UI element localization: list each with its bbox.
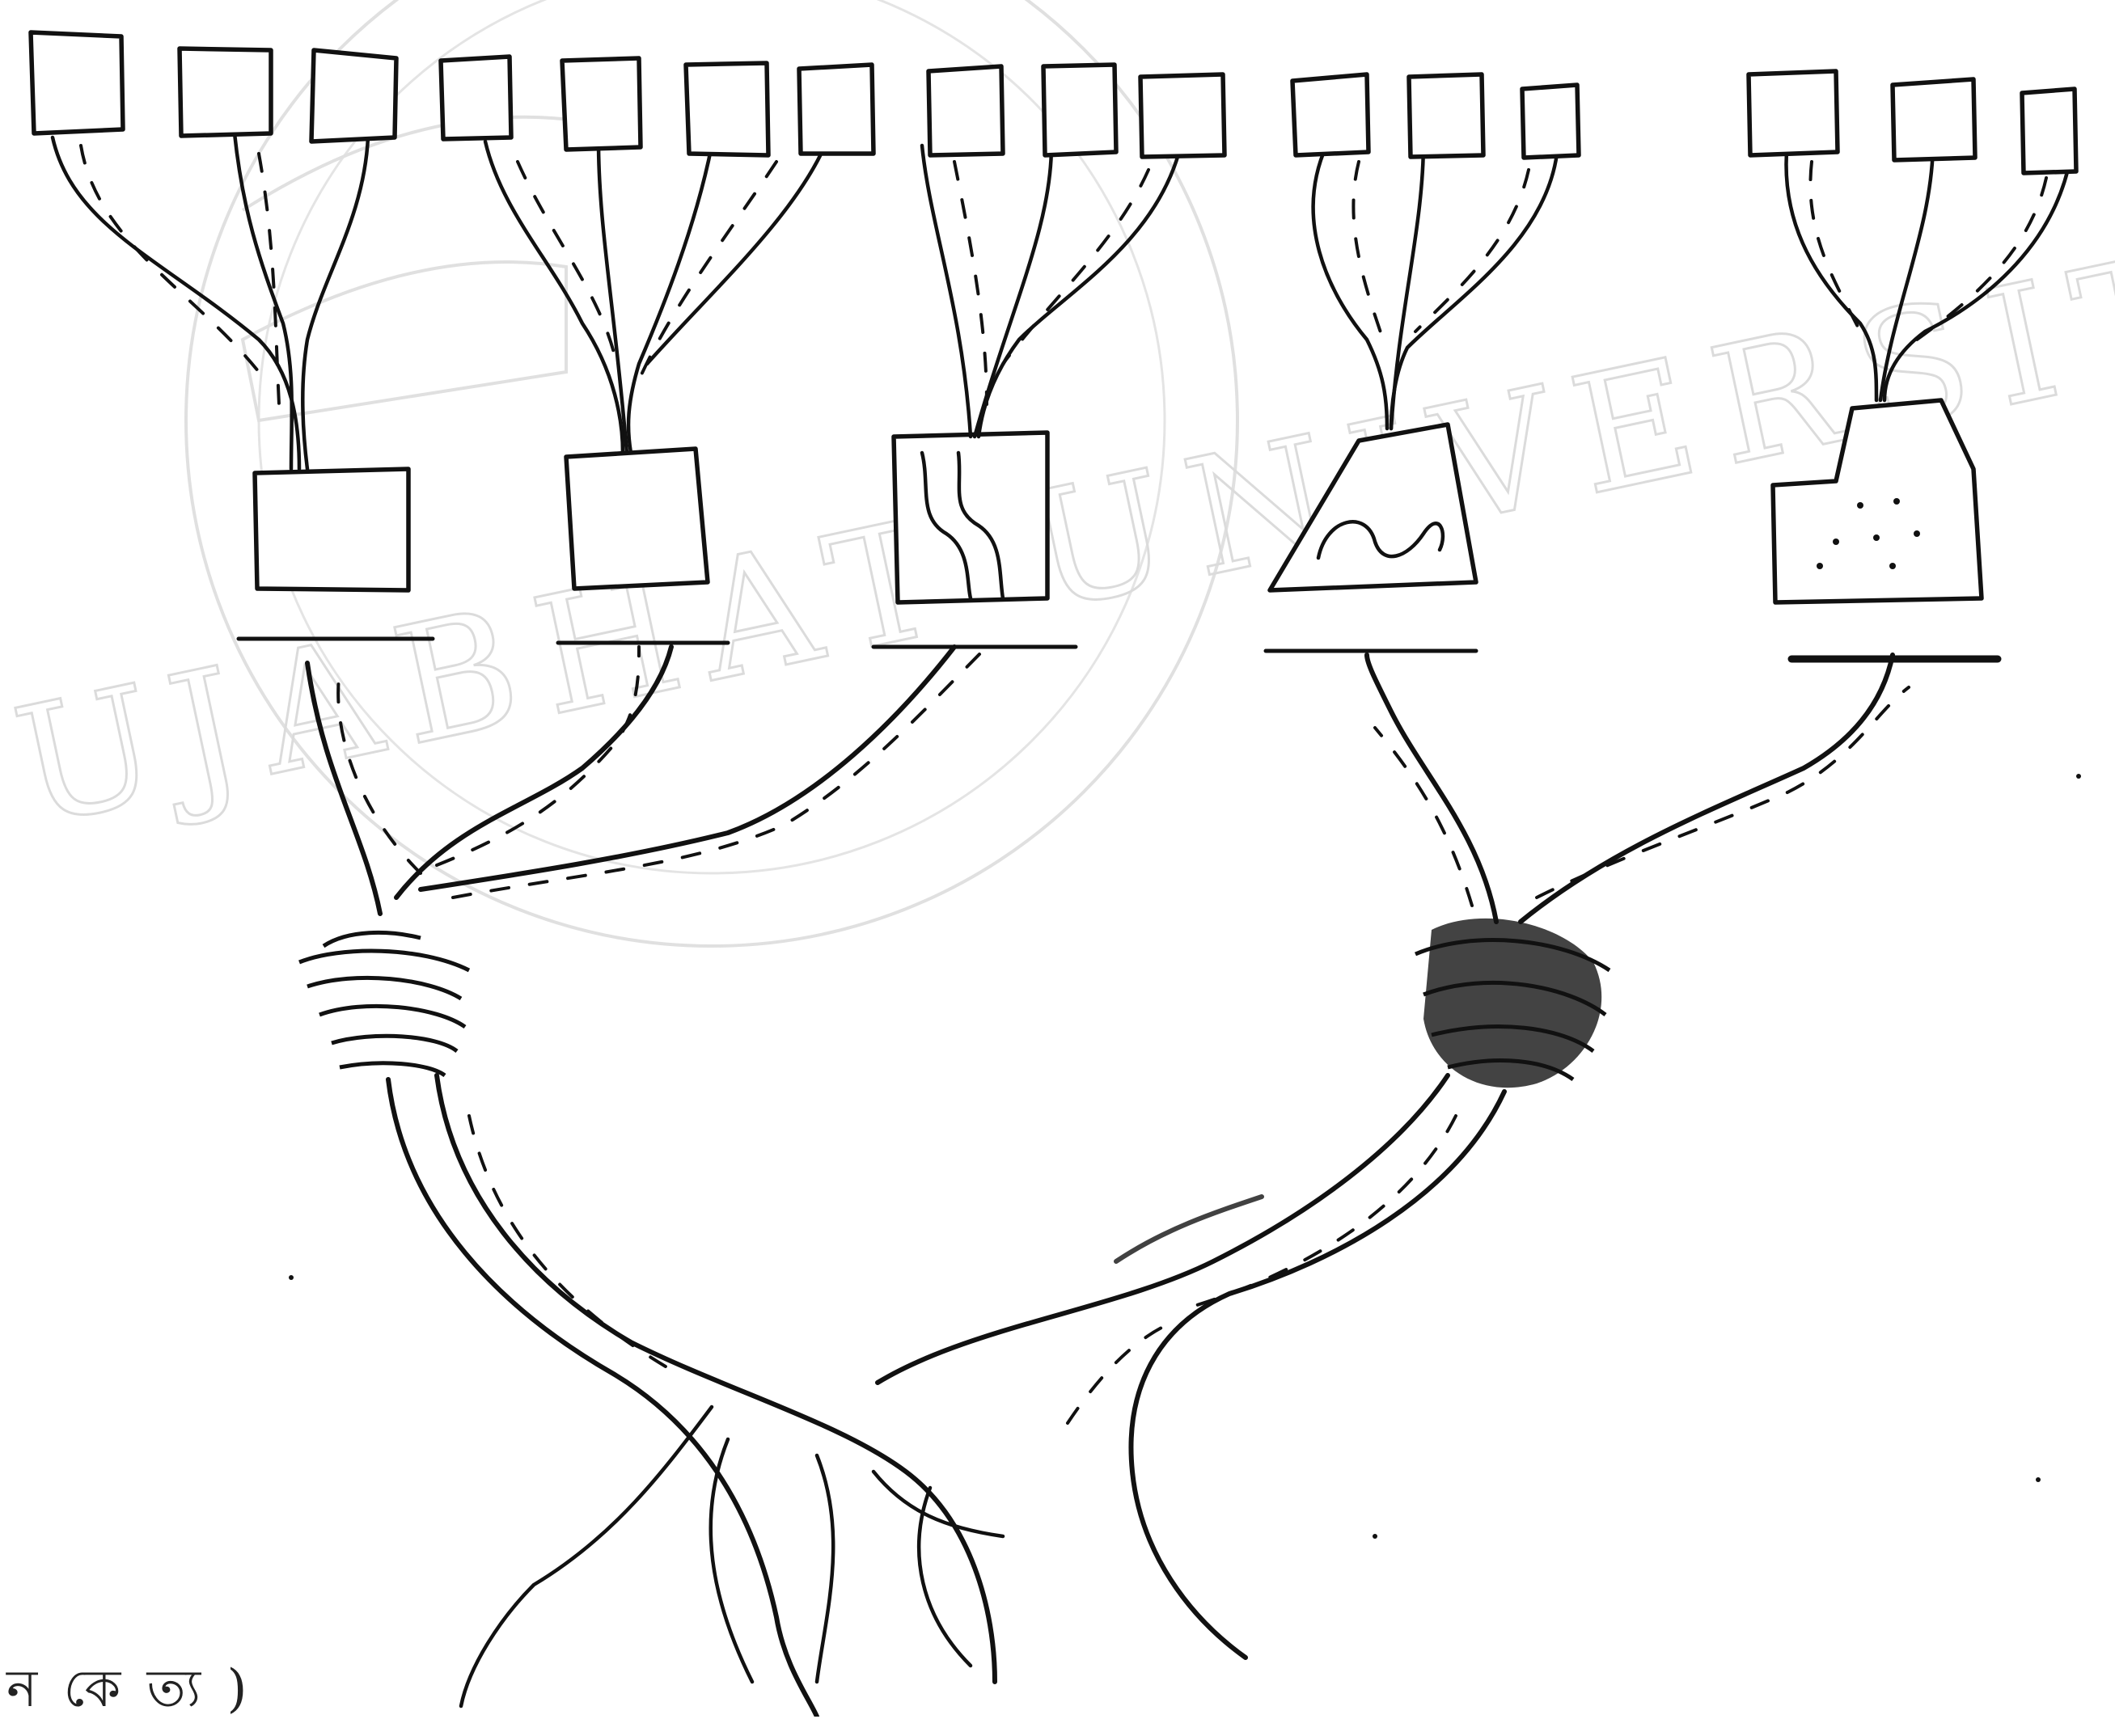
leaf-5-1: [1746, 69, 1840, 158]
leaf-1-3: [309, 48, 399, 144]
left-knot: [298, 930, 471, 1078]
leaf-2-1: [438, 54, 514, 141]
leaf-3-3: [1138, 72, 1227, 159]
mid-node-4: [1267, 422, 1478, 593]
leaf-3-2: [1041, 62, 1119, 158]
left-branch-lines: [305, 644, 988, 916]
leaf-1-2: [177, 46, 273, 138]
leaf-2-3: [683, 61, 771, 158]
mid-node-3: [891, 430, 1050, 605]
leaf-1-1: [28, 30, 125, 136]
mid-node-5: [1770, 398, 1984, 605]
leaf-boxes: [28, 30, 2079, 175]
footnote-text: ন কে ত্য ): [6, 1659, 252, 1719]
mid-node-2: [564, 446, 710, 591]
leaf-2-4: [797, 62, 876, 156]
ink-specks: [289, 774, 2081, 1539]
leaf-4-2: [1406, 72, 1486, 159]
right-branch-lines: [1364, 653, 1910, 924]
leaf-3-1: [926, 64, 1005, 158]
right-knot: [1415, 918, 1611, 1088]
leaf-stems: [50, 131, 2073, 471]
leaf-5-3: [2020, 87, 2079, 175]
leaf-2-2: [560, 56, 643, 152]
leaf-4-1: [1290, 72, 1371, 158]
leaf-4-3: [1520, 82, 1581, 160]
tree-trunk: [386, 1073, 1507, 1717]
mid-node-1: [252, 467, 411, 593]
leaf-5-2: [1890, 77, 1978, 163]
ground-lines: [236, 636, 2002, 663]
